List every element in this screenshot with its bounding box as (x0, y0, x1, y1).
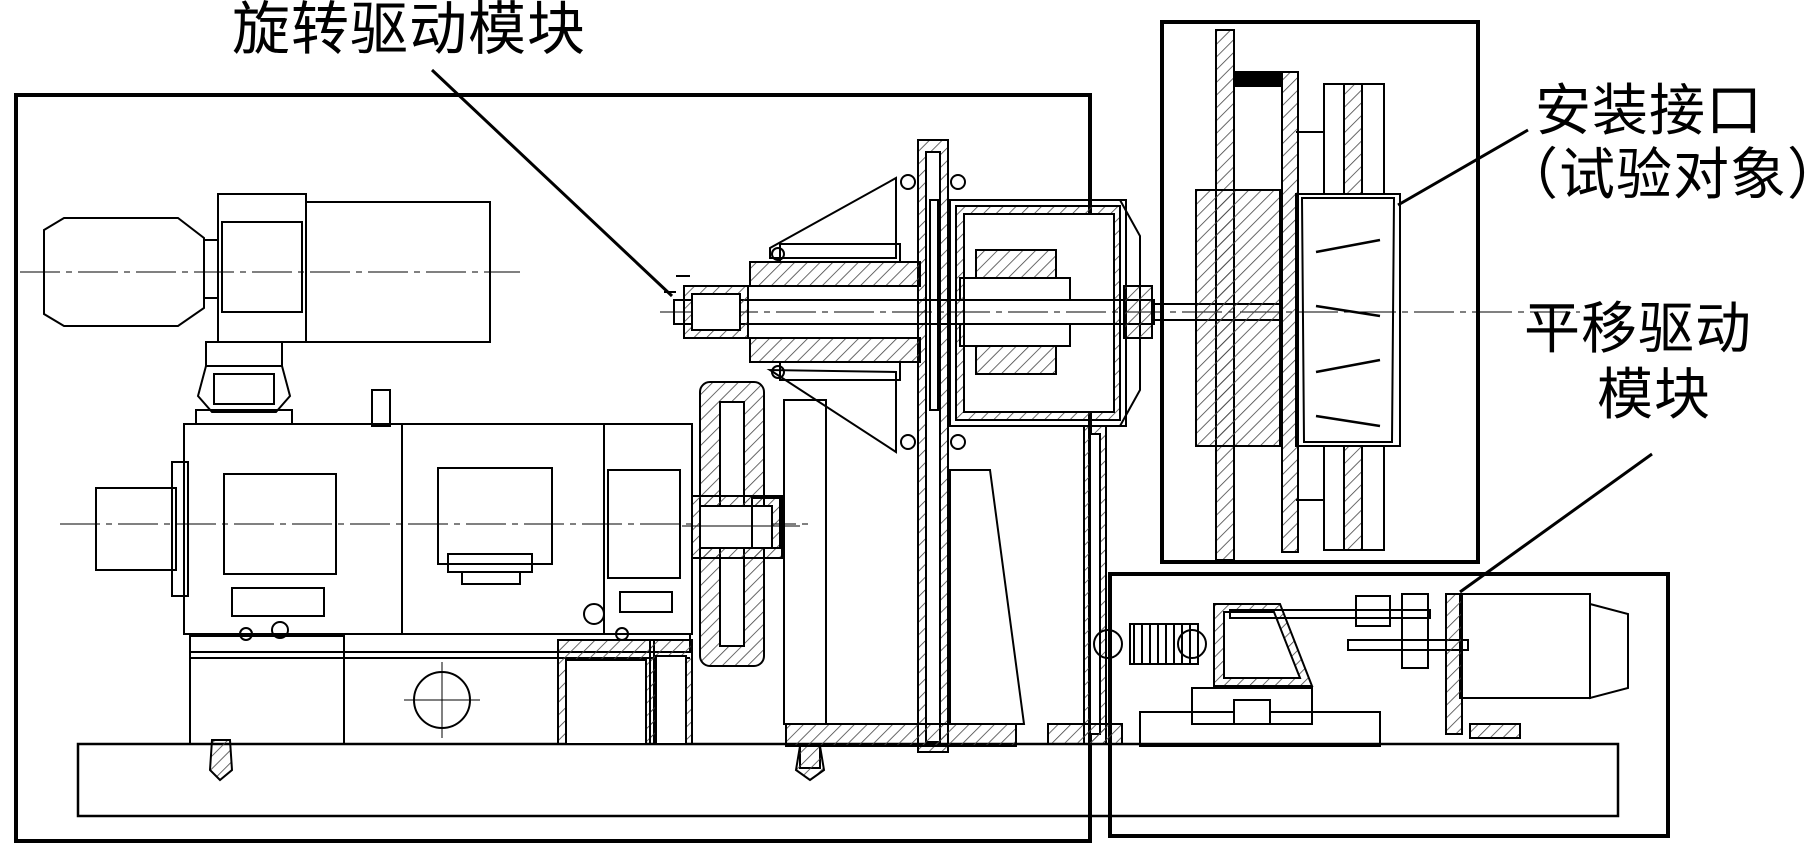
base-plate (76, 742, 1620, 818)
support-rib (783, 399, 827, 725)
rotary-drive-leader (430, 68, 674, 298)
mount-interface-leader (1397, 128, 1529, 207)
translation-drive-leader (1459, 452, 1653, 594)
drawing-lines (20, 29, 1629, 818)
mount-interface-label: 安装接口 (1535, 79, 1763, 144)
hub-block (1195, 189, 1281, 447)
translation-motor (1459, 593, 1591, 699)
motor-end-cap (43, 217, 205, 327)
translation-drive-label: 平移驱动 (1524, 297, 1752, 362)
test-object-label: （试验对象） (1502, 143, 1819, 208)
mount-interface-module-box (1160, 20, 1480, 564)
motor-frame (189, 635, 345, 745)
translation-drive-label-line2: 模块 (1597, 363, 1711, 428)
spring (1129, 623, 1199, 665)
rotary-drive-module-label: 旋转驱动模块 (232, 0, 587, 63)
translation-drive-module-box (1108, 572, 1670, 838)
bearing-housing-cone (769, 176, 897, 259)
coupling-housing (205, 341, 283, 367)
